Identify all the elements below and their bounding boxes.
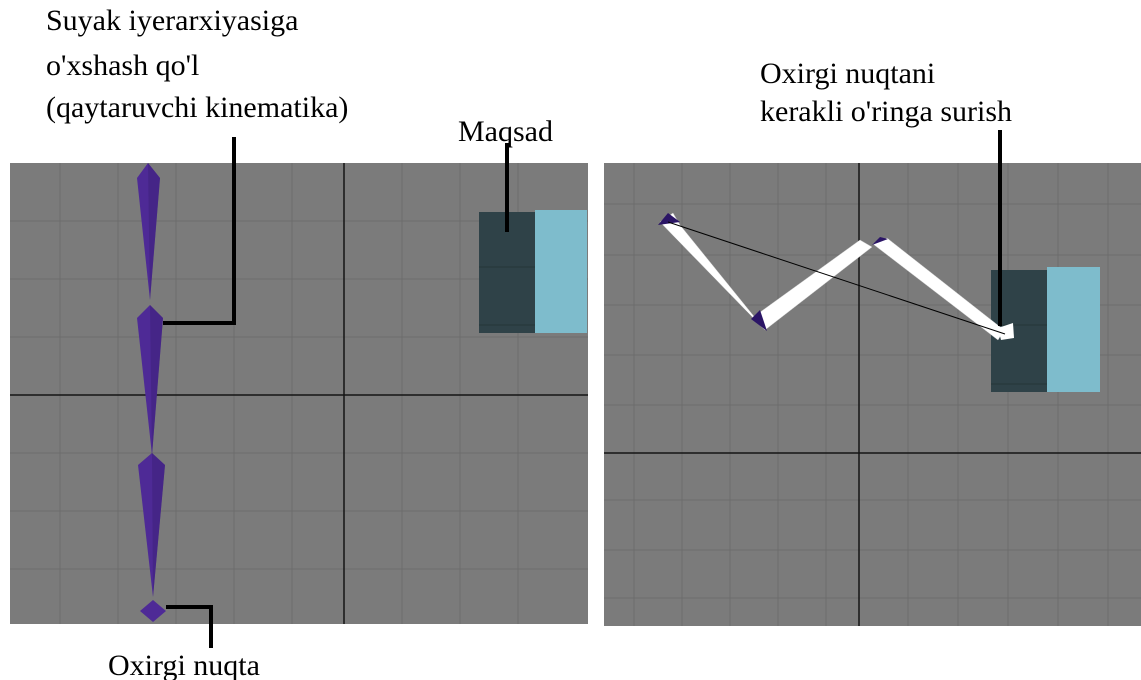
left-viewport <box>10 163 588 624</box>
white-bone-2-joint <box>751 310 767 331</box>
goal-box-left-front <box>479 212 535 333</box>
end-point-label: Oxirgi nuqta <box>108 649 260 680</box>
move-end-label-line1: Oxirgi nuqtani <box>760 57 935 90</box>
goal-box-right-side <box>1047 267 1100 392</box>
white-bone-chain <box>658 212 1014 341</box>
goal-label: Maqsad <box>458 115 553 148</box>
ik-chain-label-line3: (qaytaruvchi kinematika) <box>46 91 348 124</box>
goal-box-left-side <box>535 210 587 333</box>
right-viewport <box>604 163 1141 626</box>
bone-1-shade <box>148 163 160 300</box>
ik-chain-label-line1: Suyak iyerarxiyasiga <box>46 4 298 37</box>
ik-handle-line <box>667 221 1006 335</box>
leader-lines <box>163 130 1002 648</box>
white-bone-3-joint <box>872 237 888 245</box>
end-joint <box>140 600 166 622</box>
bone-2-shade <box>150 305 163 455</box>
ik-chain-leader <box>163 137 236 325</box>
white-end-joint <box>998 323 1014 340</box>
bone-3-shade <box>152 453 165 597</box>
ik-chain-label-line2: o'xshash qo'l <box>46 49 199 82</box>
goal-box-left <box>479 210 587 333</box>
purple-bone-chain <box>137 163 166 622</box>
white-bone-1-joint <box>658 213 680 225</box>
end-point-leader <box>166 605 213 648</box>
move-end-label-line2: kerakli o'ringa surish <box>760 95 1012 128</box>
right-viewport-background <box>604 163 1141 626</box>
